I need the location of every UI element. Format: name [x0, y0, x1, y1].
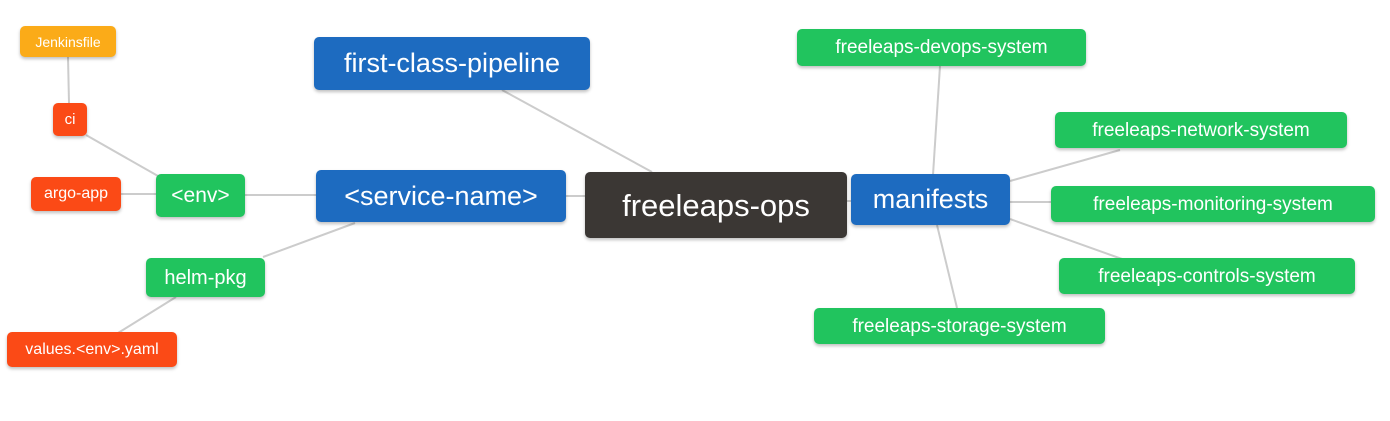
node-controls-system[interactable]: freeleaps-controls-system: [1059, 258, 1355, 294]
node-devops-system[interactable]: freeleaps-devops-system: [797, 29, 1086, 66]
node-jenkinsfile[interactable]: Jenkinsfile: [20, 26, 116, 57]
node-values-env-yaml[interactable]: values.<env>.yaml: [7, 332, 177, 367]
edge-helm-pkg-to-values-env-yaml: [117, 296, 177, 334]
edge-devops-system-to-manifests: [932, 65, 941, 176]
node-env[interactable]: <env>: [156, 174, 245, 217]
node-helm-pkg[interactable]: helm-pkg: [146, 258, 265, 297]
edge-service-name-to-helm-pkg: [262, 222, 356, 258]
edge-manifests-to-controls-system: [1009, 218, 1123, 260]
node-freeleaps-ops[interactable]: freeleaps-ops: [585, 172, 847, 238]
edge-manifests-to-network-system: [1009, 149, 1121, 182]
node-storage-system[interactable]: freeleaps-storage-system: [814, 308, 1105, 344]
node-network-system[interactable]: freeleaps-network-system: [1055, 112, 1347, 148]
node-service-name[interactable]: <service-name>: [316, 170, 566, 222]
edge-first-class-pipeline-to-freeleaps-ops: [501, 89, 653, 173]
node-ci[interactable]: ci: [53, 103, 87, 136]
node-manifests[interactable]: manifests: [851, 174, 1010, 225]
edge-ci-to-env: [85, 134, 159, 177]
edge-jenkinsfile-to-ci: [67, 56, 70, 104]
edge-manifests-to-storage-system: [936, 224, 958, 309]
node-monitoring-system[interactable]: freeleaps-monitoring-system: [1051, 186, 1375, 222]
node-first-class-pipeline[interactable]: first-class-pipeline: [314, 37, 590, 90]
node-argo-app[interactable]: argo-app: [31, 177, 121, 211]
